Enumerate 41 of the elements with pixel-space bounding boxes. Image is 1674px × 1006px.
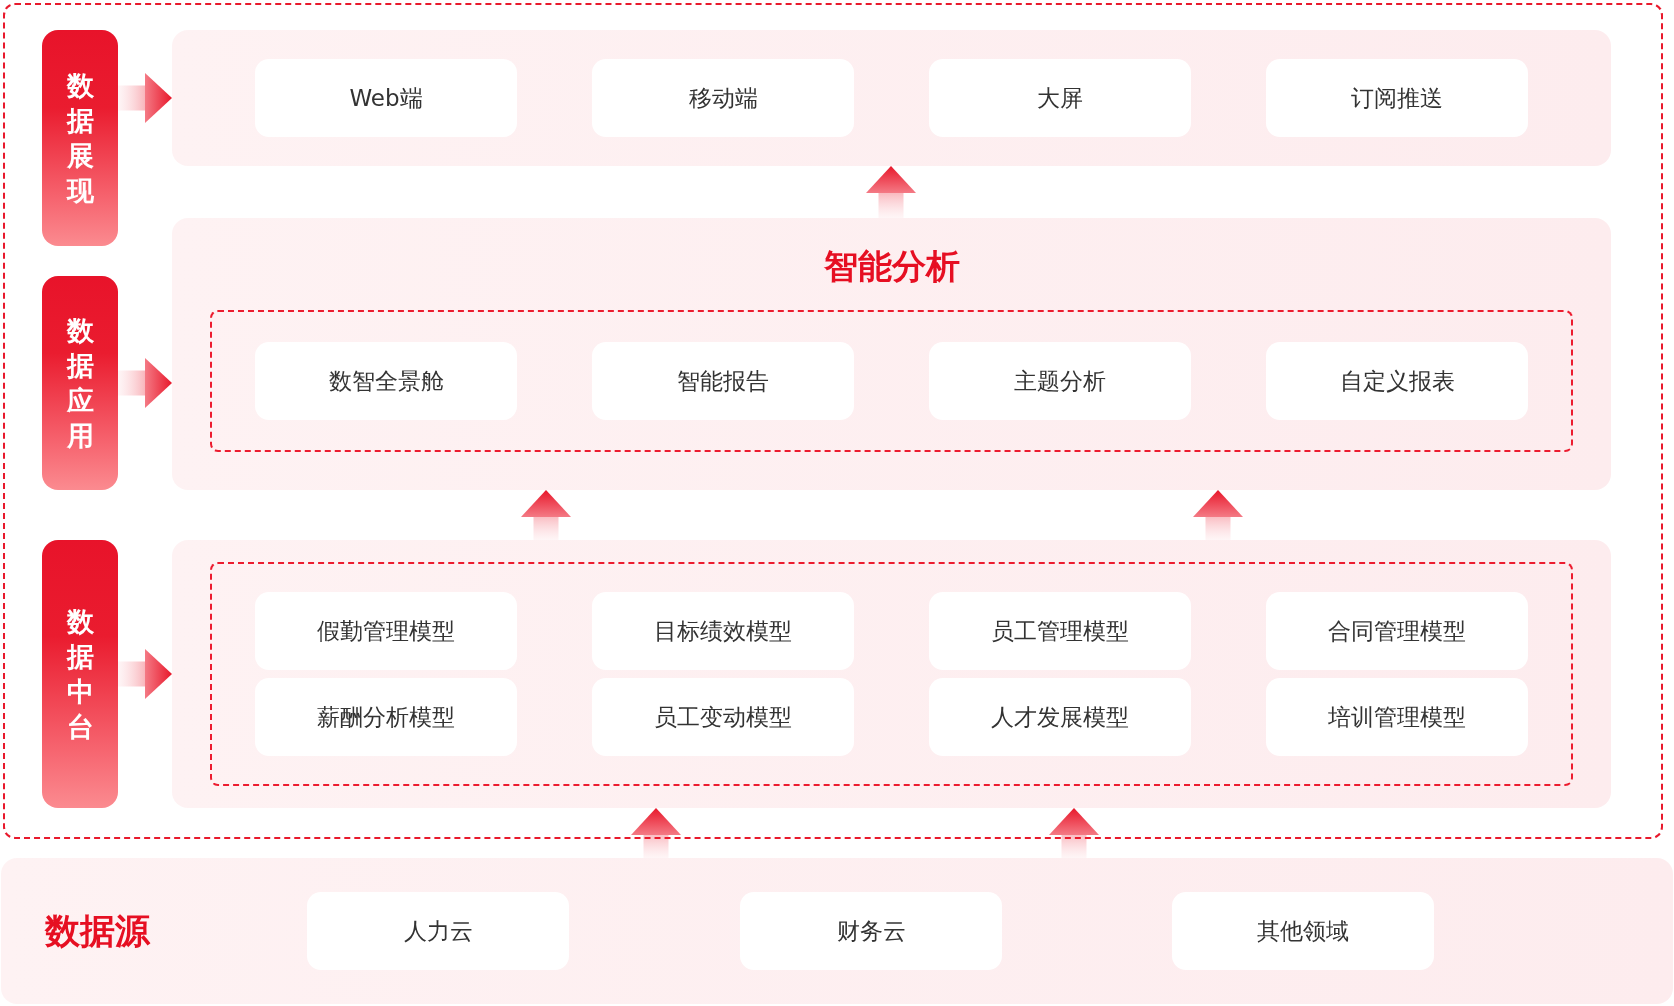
layer-tab <box>42 276 118 490</box>
section-title: 数据源 <box>45 910 150 952</box>
block-arrow <box>118 73 172 123</box>
item-card: 培训管理模型 <box>1266 678 1528 756</box>
layer-label: 数据中台 <box>66 604 94 745</box>
layer-tab <box>42 30 118 246</box>
block-arrow <box>631 808 681 858</box>
block-arrow <box>1049 808 1099 858</box>
item-card: 主题分析 <box>929 342 1191 420</box>
block-arrow <box>866 166 916 218</box>
layer-panel <box>172 218 1611 490</box>
dashed-frame <box>210 310 1573 452</box>
layer-panel <box>172 30 1611 166</box>
item-card: 财务云 <box>740 892 1002 970</box>
item-card: 合同管理模型 <box>1266 592 1528 670</box>
item-card: 薪酬分析模型 <box>255 678 517 756</box>
layer-panel <box>172 540 1611 808</box>
layer-label: 数据展现 <box>66 68 94 209</box>
block-arrow <box>118 358 172 408</box>
item-card: 数智全景舱 <box>255 342 517 420</box>
item-card: 订阅推送 <box>1266 59 1528 137</box>
item-card: 自定义报表 <box>1266 342 1528 420</box>
item-card: 假勤管理模型 <box>255 592 517 670</box>
dashed-frame <box>210 562 1573 786</box>
item-card: 人才发展模型 <box>929 678 1191 756</box>
item-card: 其他领域 <box>1172 892 1434 970</box>
item-card: 智能报告 <box>592 342 854 420</box>
item-card: 目标绩效模型 <box>592 592 854 670</box>
dashed-frame <box>3 3 1663 839</box>
block-arrow <box>521 490 571 540</box>
block-arrow <box>1193 490 1243 540</box>
item-card: Web端 <box>255 59 517 137</box>
layer-tab <box>42 540 118 808</box>
item-card: 员工变动模型 <box>592 678 854 756</box>
layer-label: 数据应用 <box>66 313 94 454</box>
item-card: 大屏 <box>929 59 1191 137</box>
item-card: 移动端 <box>592 59 854 137</box>
block-arrow <box>118 649 172 699</box>
item-card: 人力云 <box>307 892 569 970</box>
item-card: 员工管理模型 <box>929 592 1191 670</box>
section-title: 智能分析 <box>823 246 960 287</box>
